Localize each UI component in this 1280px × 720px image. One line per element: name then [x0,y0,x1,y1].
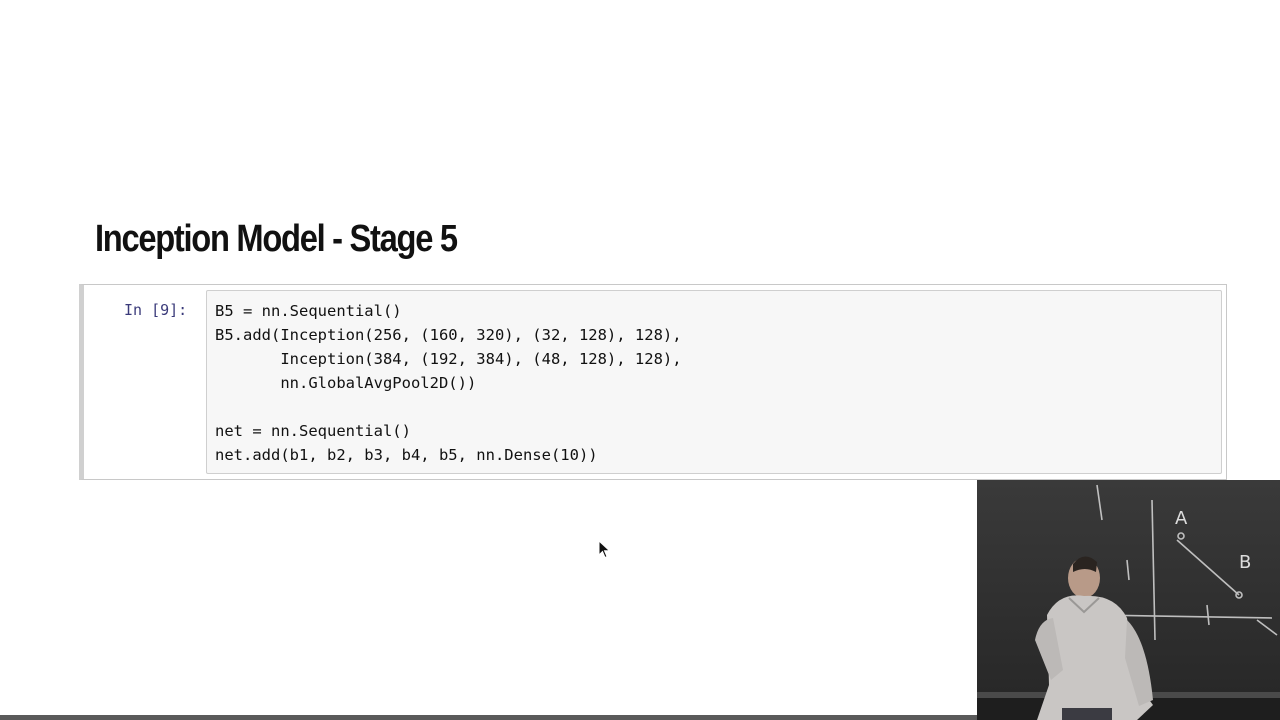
presenter-figure [1035,556,1153,720]
board-letter-a: A [1175,508,1188,529]
bottom-divider [0,715,977,720]
board-letter-b: B [1239,552,1251,573]
chalk-diagram [1096,484,1278,641]
mouse-pointer-icon [598,540,611,559]
code-line: Inception(384, (192, 384), (48, 128), 12… [215,350,682,368]
code-line: nn.GlobalAvgPool2D()) [215,374,477,392]
code-line: net = nn.Sequential() [215,422,411,440]
cell-input-prompt: In [9]: [124,301,188,319]
webcam-video-overlay: A B [977,480,1280,720]
code-editor[interactable]: B5 = nn.Sequential() B5.add(Inception(25… [206,290,1222,474]
code-line: net.add(b1, b2, b3, b4, b5, nn.Dense(10)… [215,446,598,464]
code-line [215,395,682,419]
code-block: B5 = nn.Sequential() B5.add(Inception(25… [215,299,682,467]
code-line: B5 = nn.Sequential() [215,302,402,320]
notebook-code-cell[interactable]: In [9]: B5 = nn.Sequential() B5.add(Ince… [79,284,1227,480]
code-line: B5.add(Inception(256, (160, 320), (32, 1… [215,326,682,344]
webcam-frame-image: A B [977,480,1280,720]
slide-title: Inception Model - Stage 5 [95,218,458,260]
